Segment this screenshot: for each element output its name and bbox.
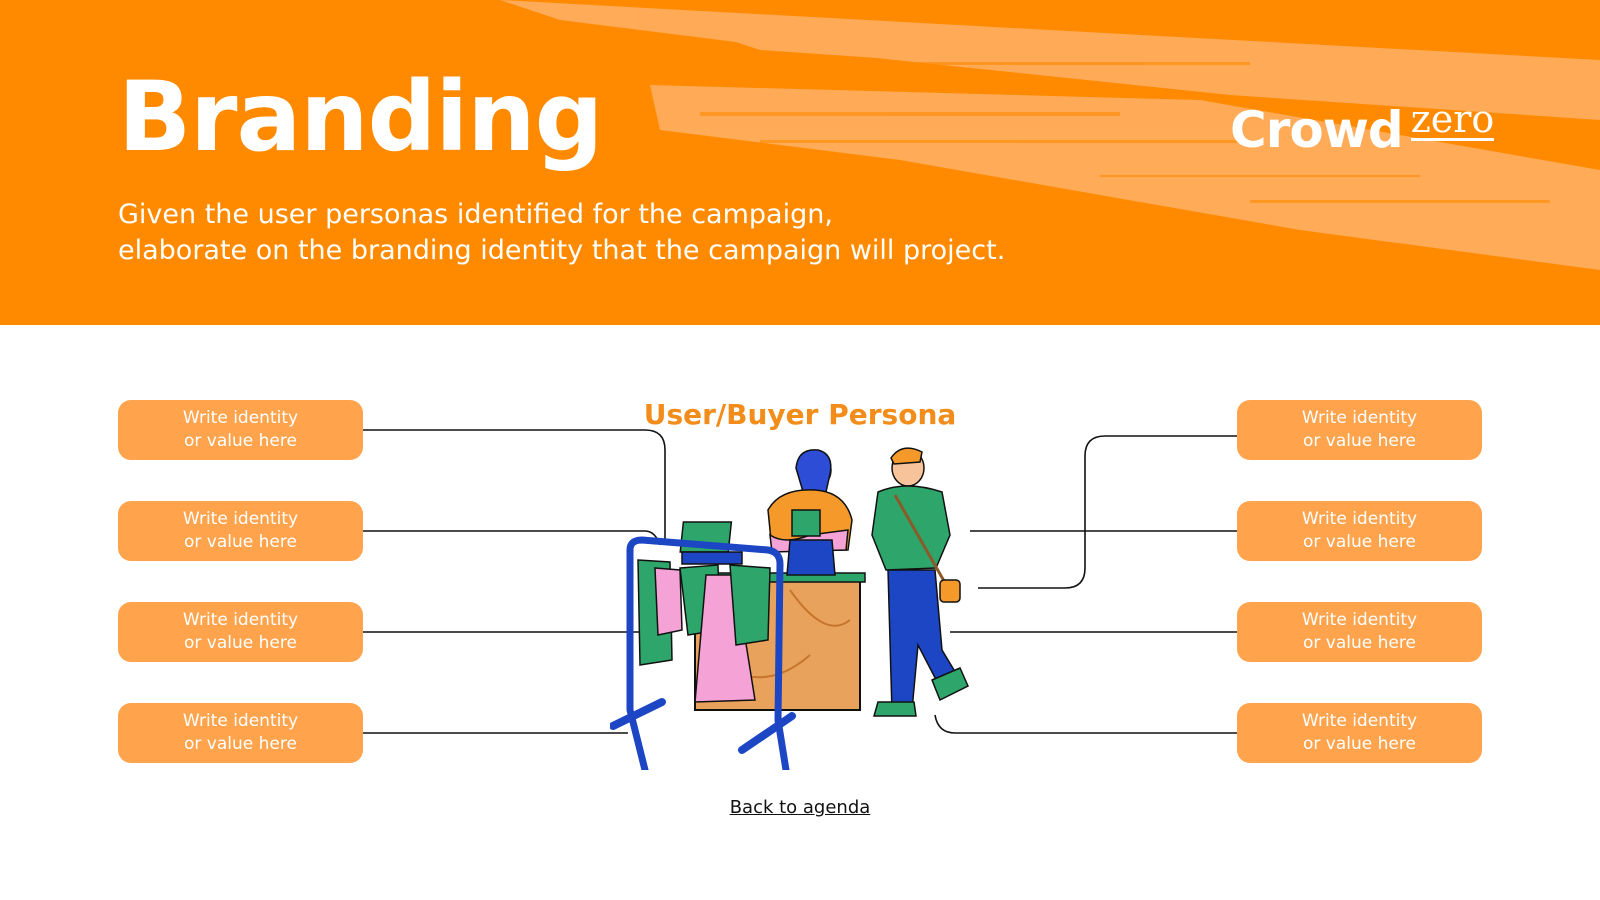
right-identity-box-3[interactable]: Write identity or value here <box>1237 602 1482 662</box>
page-subtitle: Given the user personas identified for t… <box>118 197 1005 269</box>
left-identity-box-3[interactable]: Write identity or value here <box>118 602 363 662</box>
box-line-2: or value here <box>1303 431 1416 451</box>
left-identity-box-1[interactable]: Write identity or value here <box>118 400 363 460</box>
box-line-1: Write identity <box>182 509 299 529</box>
box-line-1: Write identity <box>1301 408 1418 428</box>
box-line-2: or value here <box>1303 734 1416 754</box>
box-line-2: or value here <box>184 633 297 653</box>
right-identity-box-4[interactable]: Write identity or value here <box>1237 703 1482 763</box>
left-identity-box-2[interactable]: Write identity or value here <box>118 501 363 561</box>
box-line-1: Write identity <box>1301 509 1418 529</box>
shopping-persona-illustration <box>610 447 969 770</box>
box-line-2: or value here <box>1303 532 1416 552</box>
right-identity-box-2[interactable]: Write identity or value here <box>1237 501 1482 561</box>
logo-crowd-text: Crowd <box>1230 101 1404 159</box>
box-line-2: or value here <box>1303 633 1416 653</box>
box-line-1: Write identity <box>182 408 299 428</box>
page-title: Branding <box>118 61 603 173</box>
box-line-1: Write identity <box>1301 610 1418 630</box>
box-line-1: Write identity <box>1301 711 1418 731</box>
right-identity-box-1[interactable]: Write identity or value here <box>1237 400 1482 460</box>
subtitle-line-1: Given the user personas identified for t… <box>118 199 833 230</box>
subtitle-line-2: elaborate on the branding identity that … <box>118 235 1006 266</box>
box-line-2: or value here <box>184 734 297 754</box>
back-to-agenda-link[interactable]: Back to agenda <box>729 797 871 818</box>
crowdzero-logo: Crowd zero <box>1230 97 1495 159</box>
logo-zero-text: zero <box>1410 97 1495 141</box>
left-identity-box-4[interactable]: Write identity or value here <box>118 703 363 763</box>
box-line-1: Write identity <box>182 610 299 630</box>
box-line-2: or value here <box>184 431 297 451</box>
box-line-1: Write identity <box>182 711 299 731</box>
persona-title: User/Buyer Persona <box>643 398 957 431</box>
header-banner: Branding Given the user personas identif… <box>0 0 1600 325</box>
box-line-2: or value here <box>184 532 297 552</box>
brush-stroke-decoration <box>500 0 1600 270</box>
